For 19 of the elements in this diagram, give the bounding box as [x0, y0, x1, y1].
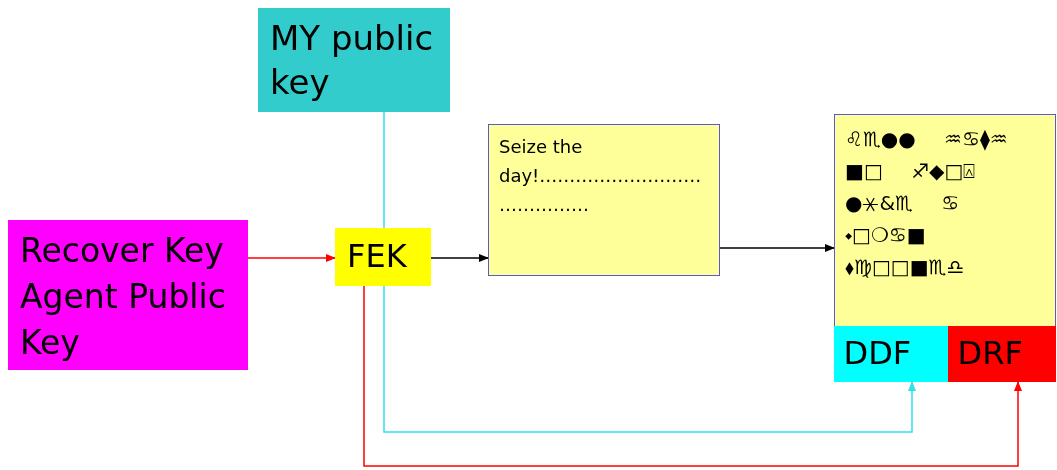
node-label: FEK [347, 236, 408, 277]
ciphertext-box [834, 114, 1056, 382]
node-label: DDF [843, 333, 913, 372]
node-label: Seize the day!…………………………………… [499, 135, 703, 217]
arrow [430, 254, 489, 262]
node-label: ♌♏●● ♒♋⧫♒ ■□ ♐◆□⍓ ●⚹&♏ ♋ ⬩□❍♋■ ⬧♍□□■♏♎ [845, 126, 1009, 281]
key-box [258, 8, 450, 112]
node-label: DRF [957, 333, 1024, 372]
key-box [8, 220, 248, 370]
arrow [247, 254, 336, 262]
plaintext-box [488, 124, 720, 276]
node-label: MY public key [270, 17, 435, 105]
header-field [833, 325, 948, 382]
header-field [947, 325, 1056, 382]
node-label: Recover Key Agent Public Key [20, 230, 227, 365]
key-box [335, 228, 431, 286]
arrow [719, 244, 835, 252]
arrow [383, 285, 916, 433]
arrow [363, 285, 1022, 467]
